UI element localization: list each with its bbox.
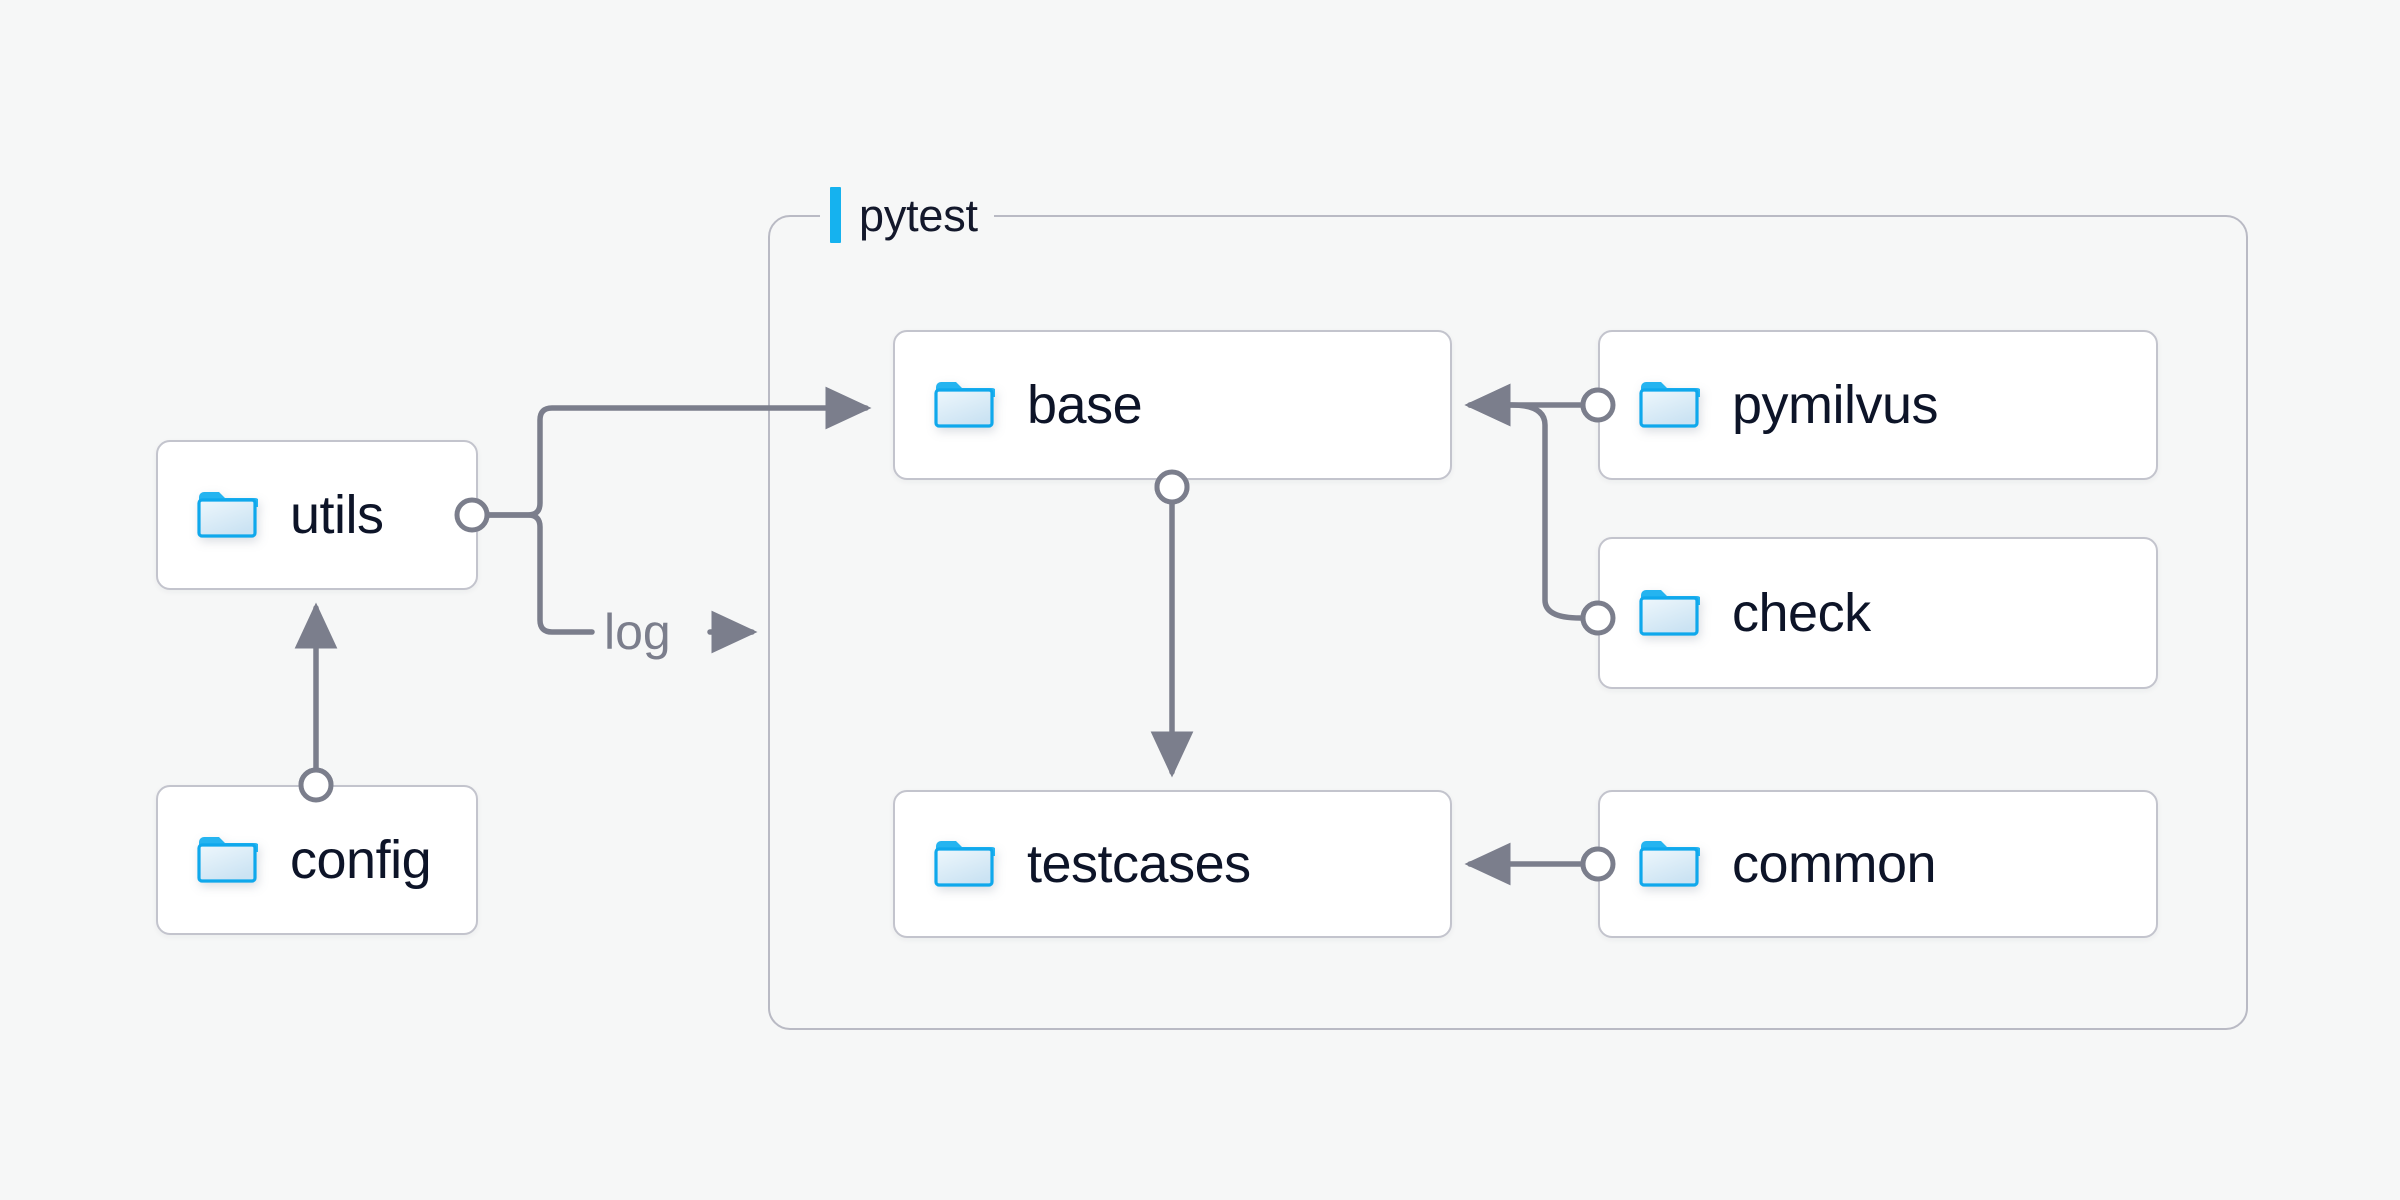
node-label: config bbox=[290, 830, 432, 890]
node-label: common bbox=[1732, 834, 1937, 894]
folder-icon bbox=[933, 377, 997, 434]
folder-icon bbox=[1638, 377, 1702, 434]
folder-icon bbox=[196, 487, 260, 544]
folder-icon bbox=[1638, 836, 1702, 893]
node-label: testcases bbox=[1027, 834, 1251, 894]
edge-utils-to-log bbox=[485, 512, 595, 635]
folder-icon bbox=[196, 832, 260, 889]
accent-bar-icon bbox=[830, 187, 841, 243]
node-config[interactable]: config bbox=[156, 785, 478, 935]
node-testcases[interactable]: testcases bbox=[893, 790, 1452, 938]
pytest-group-label-text: pytest bbox=[859, 189, 978, 241]
node-utils[interactable]: utils bbox=[156, 440, 478, 590]
node-label: utils bbox=[290, 485, 384, 545]
node-check[interactable]: check bbox=[1598, 537, 2158, 689]
pytest-group-label: pytest bbox=[820, 187, 994, 243]
pytest-group-container bbox=[768, 215, 2248, 1030]
node-label: pymilvus bbox=[1732, 375, 1939, 435]
edge-label-log: log bbox=[604, 604, 671, 660]
node-label: base bbox=[1027, 375, 1143, 435]
folder-icon bbox=[1638, 585, 1702, 642]
node-label: check bbox=[1732, 583, 1871, 643]
folder-icon bbox=[933, 836, 997, 893]
node-common[interactable]: common bbox=[1598, 790, 2158, 938]
node-base[interactable]: base bbox=[893, 330, 1452, 480]
node-pymilvus[interactable]: pymilvus bbox=[1598, 330, 2158, 480]
